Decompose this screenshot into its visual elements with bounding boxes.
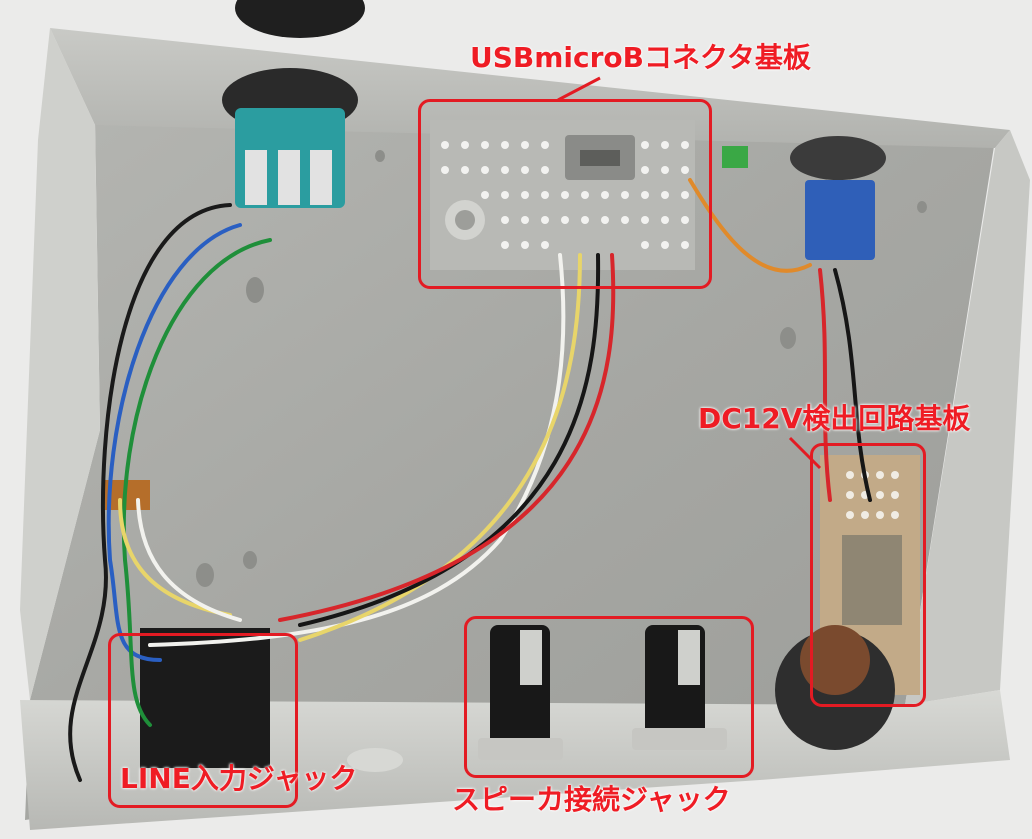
usb-board: [430, 120, 695, 270]
leader-lines: [557, 76, 822, 470]
chassis-left-wall: [20, 28, 100, 700]
toggle-switch: [790, 136, 886, 260]
led: [722, 146, 748, 168]
wires: [68, 178, 872, 782]
dc-jack: [775, 625, 895, 750]
mounting-holes: [196, 150, 927, 772]
speaker-jacks-label: スピーカ接続ジャック: [452, 783, 731, 816]
line-jack-highlight: [108, 633, 298, 808]
dc12v-board-highlight: [810, 443, 926, 707]
speaker-jacks-highlight: [464, 616, 754, 778]
dc12v-board-label: DC12V検出回路基板: [698, 402, 971, 435]
speaker-jack-right: [632, 625, 727, 750]
potentiometer: [222, 0, 365, 208]
usb-board-label: USBmicroBコネクタ基板: [470, 41, 811, 74]
speaker-jack-left: [478, 625, 563, 760]
line-jack-label: LINE入力ジャック: [120, 762, 358, 795]
line-input-jack: [140, 628, 270, 768]
usb-board-highlight: [418, 99, 712, 289]
chassis-right-wall: [905, 130, 1030, 705]
